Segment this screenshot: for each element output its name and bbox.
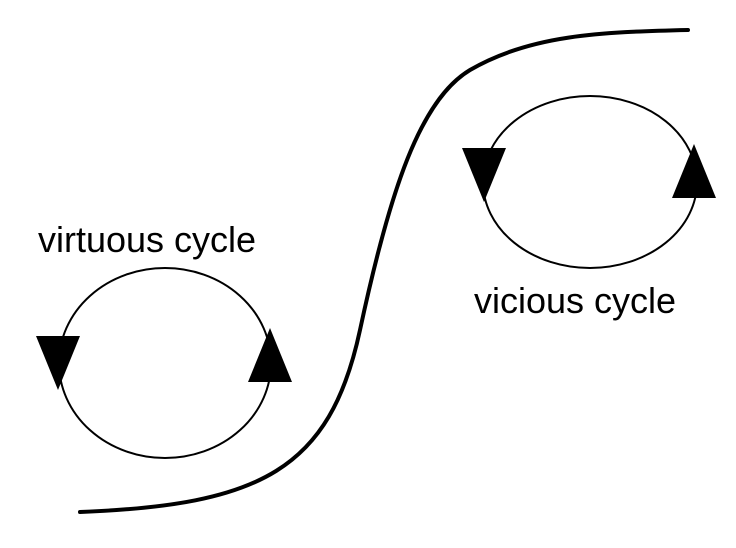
virtuous-cycle-label: virtuous cycle xyxy=(38,219,256,260)
vicious-cycle-ellipse xyxy=(482,95,698,269)
vicious-cycle-label: vicious cycle xyxy=(474,280,676,321)
virtuous-cycle-loop xyxy=(36,267,292,459)
s-curve xyxy=(78,28,690,514)
virtuous-down-arrow-icon xyxy=(36,336,80,390)
vicious-up-arrow-icon xyxy=(672,144,716,198)
vicious-down-arrow-icon xyxy=(462,148,506,202)
virtuous-up-arrow-icon xyxy=(248,328,292,382)
virtuous-cycle-ellipse xyxy=(58,267,272,459)
vicious-cycle-loop xyxy=(462,95,716,269)
